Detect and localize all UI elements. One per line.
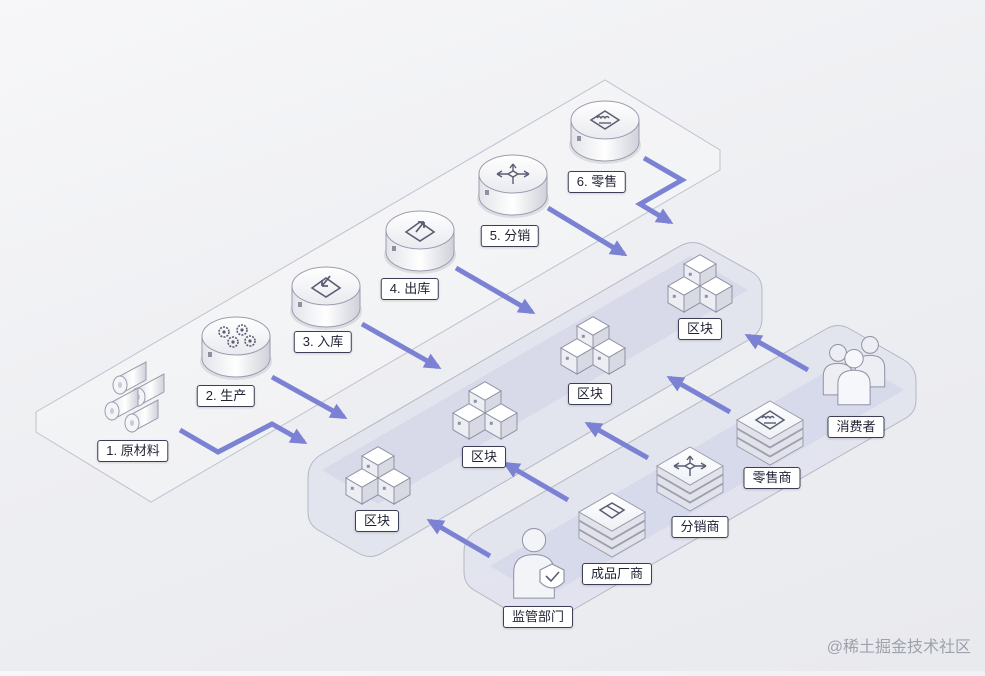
watermark: @稀土掘金技术社区: [826, 639, 971, 656]
arrow-regulator-to-block1: [426, 518, 492, 559]
party-label-distributor: 分销商: [671, 516, 729, 538]
blockchain-platform: [307, 242, 763, 557]
block-label-4: 区块: [677, 318, 723, 340]
party-label-retailer: 零售商: [743, 467, 801, 489]
manufacturer-box-icon: [598, 502, 626, 519]
block-cubes-icon: [345, 446, 411, 505]
arrow-manufacturer-to-block2: [502, 461, 570, 503]
regulator-person-icon: [513, 528, 565, 599]
inbound-box-icon: [310, 275, 342, 298]
block-cubes-icon: [560, 316, 626, 375]
step-label-distribution: 5. 分销: [480, 225, 540, 247]
step-label-inbound: 3. 入库: [293, 331, 353, 353]
gears-icon: [218, 324, 256, 348]
party-label-regulator: 监管部门: [502, 606, 574, 628]
arrow-retail-to-block4: [635, 155, 688, 225]
consumers-group-icon: [822, 336, 886, 406]
party-label-consumers: 消费者: [827, 416, 885, 438]
cylinders-icon: [104, 361, 165, 433]
retailer-store-icon: [754, 410, 786, 430]
arrow-outbound-to-block3: [454, 265, 536, 315]
step-raw-materials: [104, 361, 165, 433]
arrow-consumer-to-block4: [744, 333, 810, 373]
step-retail: [569, 100, 641, 164]
block-label-3: 区块: [567, 383, 613, 405]
arrow-production-to-block1: [270, 374, 348, 420]
step-label-retail: 6. 零售: [567, 171, 627, 193]
outbound-box-icon: [404, 221, 436, 242]
block-1: [345, 446, 411, 505]
block-label-2: 区块: [461, 446, 507, 468]
distribution-arrows-icon: [496, 163, 530, 184]
block-2: [452, 381, 518, 440]
step-outbound: [384, 210, 456, 274]
block-3: [560, 316, 626, 375]
party-regulator: [513, 528, 565, 599]
step-label-raw-materials: 1. 原材料: [97, 440, 169, 462]
step-label-production: 2. 生产: [196, 385, 256, 407]
nodes-layer: [104, 100, 886, 599]
block-4: [667, 254, 733, 313]
arrow-inbound-to-block2: [360, 321, 442, 370]
step-distribution: [477, 154, 549, 218]
step-production: [200, 316, 272, 380]
arrows-layer: [178, 155, 810, 559]
party-consumers: [822, 336, 886, 406]
block-cubes-icon: [667, 254, 733, 313]
arrow-distribution-to-block3: [546, 205, 628, 257]
arrow-retailer-to-block3: [666, 375, 732, 415]
block-label-1: 区块: [354, 510, 400, 532]
step-inbound: [290, 266, 362, 330]
party-manufacturer: [577, 492, 647, 558]
step-label-outbound: 4. 出库: [380, 278, 440, 300]
arrow-distributor-to-block3: [584, 421, 650, 461]
arrow-raw-to-block1: [178, 421, 308, 455]
distributor-arrows-icon: [673, 455, 707, 476]
party-distributor: [655, 446, 725, 512]
block-cubes-icon: [452, 381, 518, 440]
party-label-manufacturer: 成品厂商: [581, 563, 653, 585]
party-retailer: [735, 400, 805, 466]
retail-store-icon: [589, 110, 621, 130]
